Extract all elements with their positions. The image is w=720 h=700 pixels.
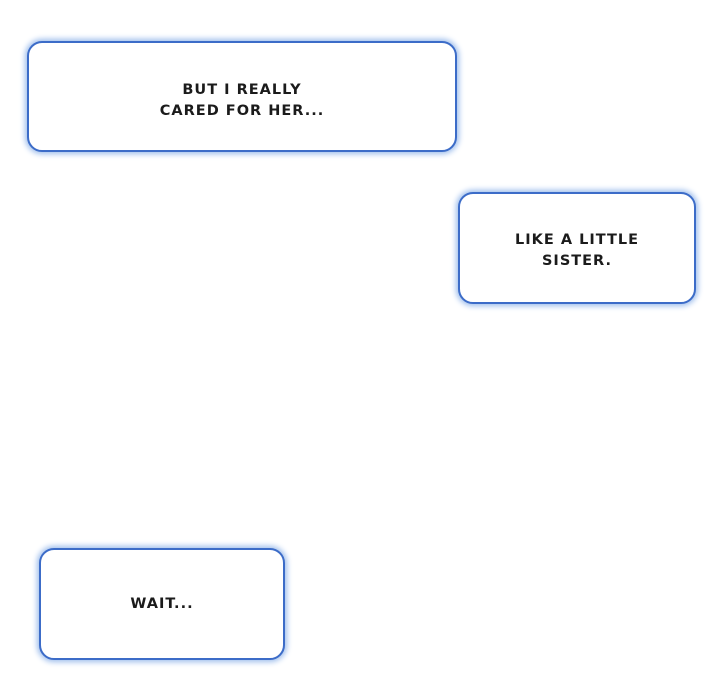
- speech-bubble-wait: WAIT...: [39, 548, 285, 660]
- speech-text: BUT I REALLY CARED FOR HER...: [160, 72, 324, 122]
- speech-line: SISTER.: [541, 252, 613, 269]
- speech-bubble-but-i-really: BUT I REALLY CARED FOR HER...: [27, 41, 457, 152]
- speech-line: BUT I REALLY: [182, 81, 302, 98]
- speech-text: LIKE A LITTLE SISTER.: [515, 225, 639, 272]
- speech-text: WAIT...: [130, 594, 193, 615]
- speech-line: WAIT...: [130, 595, 194, 612]
- speech-line: CARED FOR HER...: [159, 102, 325, 119]
- speech-line: LIKE A LITTLE: [515, 231, 639, 248]
- speech-bubble-like-a-little-sister: LIKE A LITTLE SISTER.: [458, 192, 696, 304]
